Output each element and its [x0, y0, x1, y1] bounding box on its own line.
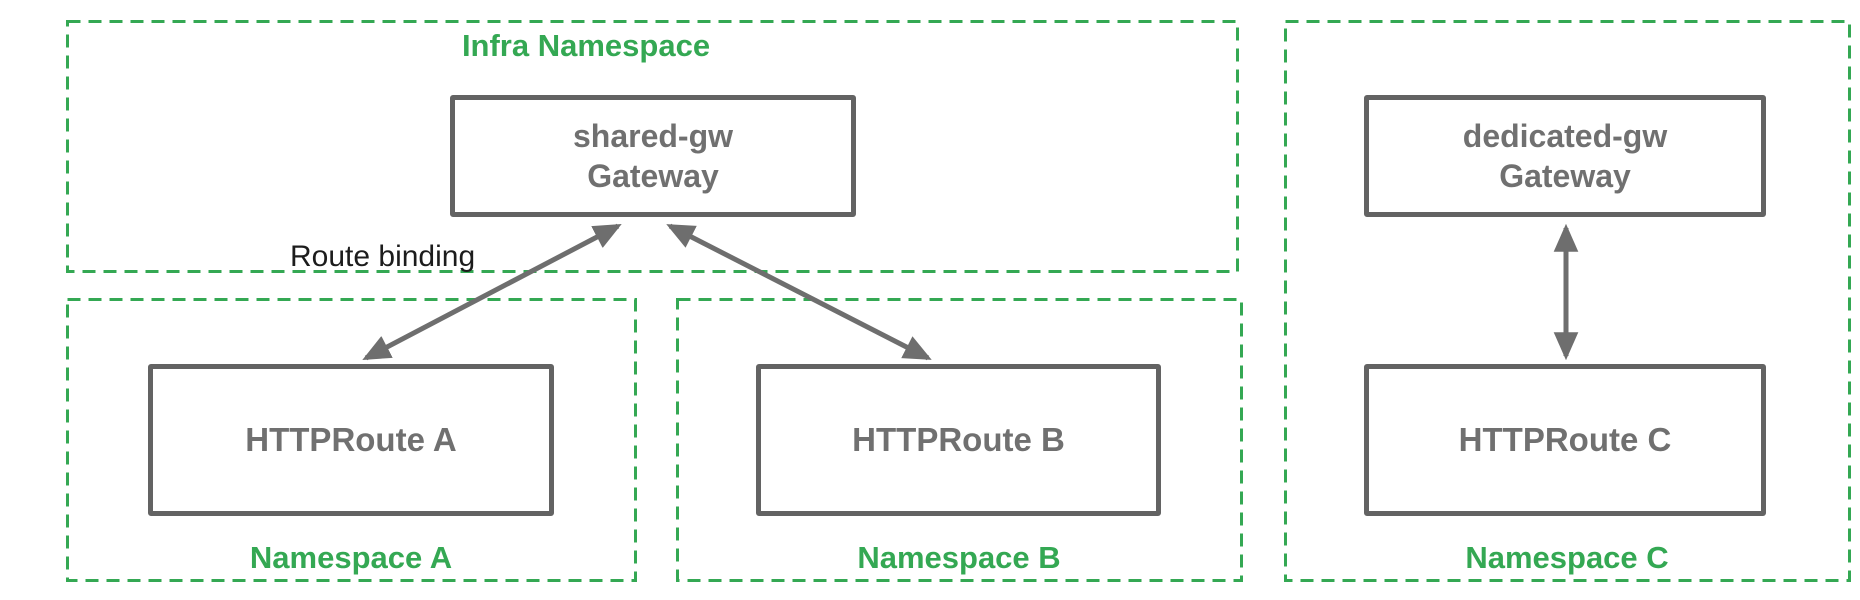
namespace-c-border — [1284, 20, 1851, 582]
shared-gateway-kind: Gateway — [587, 158, 719, 194]
shared-gateway-name: shared-gw — [572, 118, 734, 154]
httproute-b-node: HTTPRoute B — [756, 364, 1161, 516]
namespace-c-label: Namespace C — [1465, 540, 1669, 575]
dedicated-gateway-kind: Gateway — [1499, 158, 1631, 194]
namespace-a-border — [66, 298, 637, 582]
route-a-binding-arrow — [362, 223, 622, 361]
namespace-b-border — [676, 298, 1243, 582]
dedicated-gateway-name: dedicated-gw — [1462, 118, 1668, 154]
dedicated-gateway-node: dedicated-gw Gateway — [1364, 95, 1766, 217]
namespace-b-label: Namespace B — [857, 540, 1061, 575]
infra-namespace-border — [66, 20, 1239, 273]
httproute-c-node: HTTPRoute C — [1364, 364, 1766, 516]
shared-gateway-node: shared-gw Gateway — [450, 95, 856, 217]
httproute-a-node: HTTPRoute A — [148, 364, 554, 516]
namespace-a-label: Namespace A — [249, 540, 453, 575]
route-b-binding-arrow — [666, 223, 932, 361]
route-binding-label: Route binding — [290, 240, 476, 273]
infra-namespace-label: Infra Namespace — [461, 28, 711, 63]
